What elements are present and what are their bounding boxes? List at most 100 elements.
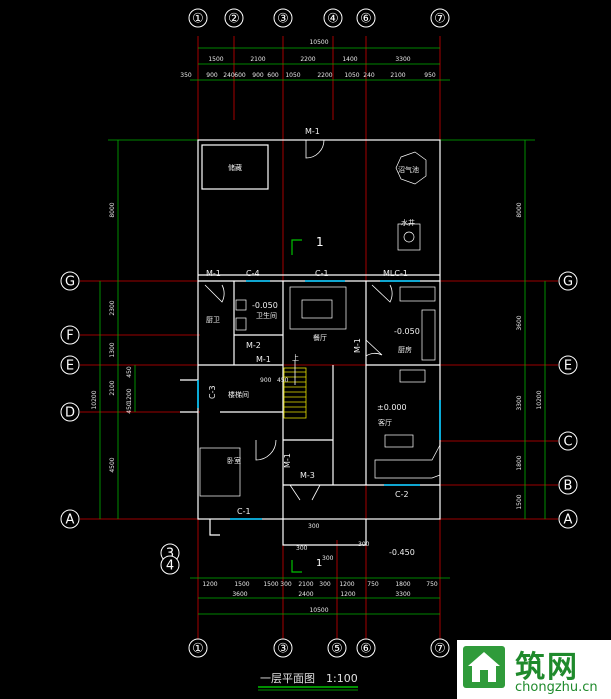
water-well — [397, 223, 421, 251]
svg-text:G: G — [563, 275, 573, 290]
dim-left-2: 1300 — [109, 342, 116, 357]
svg-text:3: 3 — [166, 547, 174, 562]
tag-c2: C-2 — [395, 490, 409, 499]
dim-left-4: 4500 — [109, 457, 116, 472]
level-bath: -0.050 — [252, 301, 278, 310]
outer-wall — [197, 139, 441, 520]
level-outside: -0.450 — [389, 548, 415, 557]
dim-right-0: 8000 — [516, 202, 523, 217]
dim-bottom-r2-3: 3300 — [395, 591, 410, 598]
furniture — [199, 151, 441, 497]
axis-bubble-right-4: A — [558, 509, 578, 529]
room-bathroom: 卫生间 — [256, 311, 277, 320]
dim-left-5: 450 — [126, 366, 133, 378]
dim-bottom-r2-2: 1200 — [340, 591, 355, 598]
room-water: 水井 — [401, 218, 415, 227]
dim-top-r2-9: 240 — [363, 72, 375, 79]
axis-bubble-top-4: ⑥ — [356, 8, 376, 28]
drawing-title: 一层平面图 1:100 — [258, 672, 358, 691]
svg-text:⑦: ⑦ — [434, 642, 446, 657]
section-mark-bottom: 1 — [316, 558, 322, 569]
axis-bubble-bottom-2: ⑤ — [327, 638, 347, 658]
level-step5: 300 — [322, 555, 334, 562]
dim-left-6: 1200 — [126, 388, 133, 403]
scale-text: 1:100 — [326, 672, 358, 685]
room-stairs-area: 楼梯间 — [228, 390, 249, 399]
room-dining: 餐厅 — [313, 333, 327, 342]
axis-bubble-4: 4 — [160, 555, 180, 575]
axis-bubble-top-0: ① — [188, 8, 208, 28]
axis-bubble-bottom-1: ③ — [273, 638, 293, 658]
svg-text:C: C — [563, 435, 572, 450]
level-step2: 450 — [277, 377, 289, 384]
svg-text:B: B — [564, 479, 573, 494]
tag-c3: C-3 — [208, 385, 217, 399]
dim-bottom-r1-0: 1200 — [202, 581, 217, 588]
well-circle — [403, 231, 415, 243]
dim-bottom-r2-1: 2400 — [298, 591, 313, 598]
tag-m1-mid: M-1 — [256, 355, 271, 364]
svg-text:⑥: ⑥ — [360, 642, 372, 657]
tag-c1-bottom: C-1 — [237, 507, 251, 516]
door-m3 — [289, 484, 321, 501]
tag-m1-vert2: M-1 — [283, 453, 292, 468]
storage-wall — [201, 144, 269, 190]
room-biogas: 沼气池 — [398, 165, 419, 174]
section-symbol-top — [291, 239, 302, 255]
dimension-lines — [99, 47, 546, 615]
svg-text:①: ① — [192, 12, 204, 27]
tag-m1-top: M-1 — [305, 127, 320, 136]
dim-bottom-r1-3: 300 — [280, 581, 292, 588]
tag-m1-left: M-1 — [206, 269, 221, 278]
dim-right-3: 1800 — [516, 455, 523, 470]
dim-top-r1-4: 3300 — [395, 56, 410, 63]
dim-right-total: 10200 — [536, 390, 543, 409]
door-bedroom — [255, 439, 277, 461]
kitchen-counter — [399, 286, 436, 302]
dim-bottom-r1-6: 1200 — [339, 581, 354, 588]
door-m1-left — [204, 284, 225, 303]
axis-bubble-bottom-4: ⑦ — [430, 638, 450, 658]
axis-bubble-left-3: D — [60, 402, 80, 422]
level-step6: 300 — [358, 541, 370, 548]
level-step3: 300 — [308, 523, 320, 530]
axis-bubble-right-1: E — [558, 355, 578, 375]
axis-bubble-top-3: ④ — [323, 8, 343, 28]
axis-bubble-left-2: E — [60, 355, 80, 375]
dim-top-r1-2: 2200 — [300, 56, 315, 63]
bed — [199, 447, 241, 497]
coffee-table — [384, 434, 414, 448]
dim-bottom-r1-1: 1500 — [234, 581, 249, 588]
axis-bubble-left-0: G — [60, 271, 80, 291]
axis-bubble-top-5: ⑦ — [430, 8, 450, 28]
door-mlc1 — [371, 284, 393, 303]
level-step1: 900 — [260, 377, 272, 384]
dim-right-1: 3600 — [516, 315, 523, 330]
walls — [180, 139, 441, 546]
room-living: 客厅 — [378, 418, 392, 427]
axis-bubble-right-3: B — [558, 475, 578, 495]
dim-left-total: 10200 — [91, 390, 98, 409]
dim-top-r1-1: 2100 — [250, 56, 265, 63]
dim-bottom-r1-2: 1500 — [263, 581, 278, 588]
dim-top-r2-8: 1050 — [344, 72, 359, 79]
dim-top-r2-5: 600 — [267, 72, 279, 79]
axis-bubble-right-2: C — [558, 431, 578, 451]
room-kitchen: 厨房 — [398, 345, 412, 354]
svg-text:⑤: ⑤ — [331, 642, 343, 657]
dim-right-2: 3300 — [516, 395, 523, 410]
dim-bottom-r1-5: 300 — [319, 581, 331, 588]
tag-c1-mid: C-1 — [315, 269, 329, 278]
svg-text:4: 4 — [166, 559, 174, 574]
dim-left-3: 2100 — [109, 380, 116, 395]
doors — [204, 139, 393, 501]
axis-bubble-bottom-3: ⑥ — [356, 638, 376, 658]
dim-left-0: 8000 — [109, 202, 116, 217]
kitchen-stove — [421, 309, 436, 361]
svg-text:D: D — [65, 406, 75, 421]
washbasin — [235, 317, 247, 331]
